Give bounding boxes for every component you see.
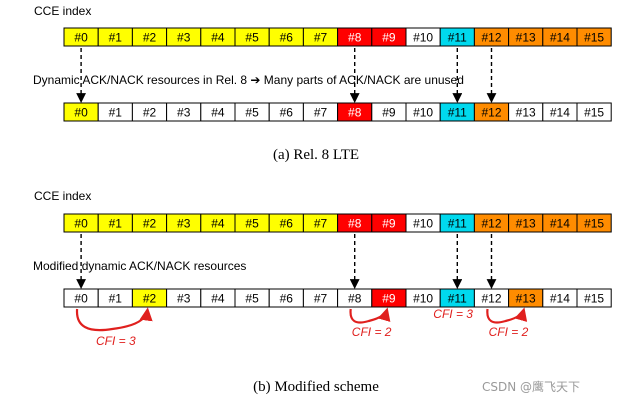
cfi-label: CFI = 3: [433, 307, 473, 321]
cell-label: #6: [280, 217, 294, 231]
cell-label: #10: [413, 217, 433, 231]
cce-row-a: #0 #1 #2 #3 #4 #5 #6 #7 #8 #9 #10 #11 #12 #13 #14 #15: [63, 27, 612, 47]
cell-label: #4: [211, 292, 225, 306]
cell-label: #12: [481, 31, 501, 45]
cell-label: #6: [280, 106, 294, 120]
cell-label: #15: [584, 217, 604, 231]
cell-label: #8: [348, 31, 362, 45]
cell-box: [576, 288, 612, 308]
cfi-arc: [75, 307, 153, 332]
caption-a: (a) Rel. 8 LTE: [273, 147, 359, 163]
cell-label: #4: [211, 217, 225, 231]
cce-index-label-a: CCE index: [34, 4, 91, 18]
cell-label: #10: [413, 31, 433, 45]
cell-box: [576, 213, 612, 233]
cell-label: #1: [109, 106, 123, 120]
watermark: CSDN @鹰飞天下: [482, 379, 580, 394]
cell-label: #14: [550, 106, 570, 120]
cell-label: #13: [516, 292, 536, 306]
cell-label: #15: [584, 106, 604, 120]
cell-label: #15: [584, 292, 604, 306]
cell-label: #4: [211, 31, 225, 45]
cell-label: #8: [348, 217, 362, 231]
ack-nack-row-a: #0 #1 #2 #3 #4 #5 #6 #7 #8 #9 #10 #11 #12 #13 #14 #15: [63, 102, 612, 122]
cell-label: #0: [74, 106, 88, 120]
cell-label: #7: [314, 292, 328, 306]
cfi-label: CFI = 3: [96, 334, 136, 348]
cfi-arc: [349, 307, 391, 324]
cce-row-b: #0 #1 #2 #3 #4 #5 #6 #7 #8 #9 #10 #11 #12 #13 #14 #15: [63, 213, 612, 233]
cell-label: #12: [481, 217, 501, 231]
cell-box: [576, 27, 612, 47]
cell-label: #5: [245, 31, 259, 45]
cell-label: #5: [245, 217, 259, 231]
cell-label: #3: [177, 31, 191, 45]
cell-label: #5: [245, 292, 259, 306]
cell-label: #11: [448, 292, 467, 306]
ack-nack-row-b: #0 #1 #2 #3 #4 #5 #6 #7 #8 #9 #10 #11 #12 #13 #14 #15: [63, 288, 612, 308]
cell-label: #13: [516, 31, 536, 45]
cell-label: #15: [584, 31, 604, 45]
cell-label: #9: [382, 31, 396, 45]
cell-label: #13: [516, 106, 536, 120]
cce-index-label-b: CCE index: [34, 189, 91, 203]
cell-label: #12: [481, 292, 501, 306]
cfi-arcs: CFI = 3 CFI = 2 CFI = 3 CFI = 2: [75, 307, 529, 348]
cell-label: #8: [348, 292, 362, 306]
cell-label: #1: [109, 31, 123, 45]
cell-label: #11: [448, 106, 467, 120]
cell-label: #4: [211, 106, 225, 120]
mapping-arrows-b: [76, 234, 497, 289]
cell-label: #0: [74, 31, 88, 45]
cell-label: #2: [143, 292, 157, 306]
cell-label: #11: [448, 217, 467, 231]
cell-label: #2: [143, 31, 157, 45]
cfi-arc: [486, 307, 528, 324]
cell-label: #3: [177, 217, 191, 231]
cell-label: #10: [413, 292, 433, 306]
cell-label: #0: [74, 292, 88, 306]
cell-label: #1: [109, 292, 123, 306]
dynamic-ack-nack-caption: Dynamic ACK/NACK resources in Rel. 8 ➔ M…: [33, 73, 464, 87]
cell-label: #14: [550, 217, 570, 231]
cell-label: #3: [177, 106, 191, 120]
cell-label: #14: [550, 292, 570, 306]
cell-label: #12: [481, 106, 501, 120]
cell-label: #7: [314, 217, 328, 231]
cell-label: #14: [550, 31, 570, 45]
cell-label: #9: [382, 292, 396, 306]
cell-label: #6: [280, 31, 294, 45]
cell-label: #13: [516, 217, 536, 231]
cell-label: #6: [280, 292, 294, 306]
cell-label: #9: [382, 217, 396, 231]
cell-label: #7: [314, 106, 328, 120]
cell-label: #1: [109, 217, 123, 231]
cell-label: #5: [245, 106, 259, 120]
cell-label: #9: [382, 106, 396, 120]
cell-label: #11: [448, 31, 467, 45]
cell-label: #0: [74, 217, 88, 231]
cell-label: #7: [314, 31, 328, 45]
cfi-label: CFI = 2: [489, 325, 529, 339]
modified-ack-nack-caption: Modified dynamic ACK/NACK resources: [33, 259, 246, 273]
cell-label: #2: [143, 106, 157, 120]
mapping-arrows-a: [76, 48, 497, 103]
cfi-label: CFI = 2: [352, 325, 392, 339]
caption-b: (b) Modified scheme: [253, 379, 379, 395]
cell-label: #3: [177, 292, 191, 306]
cell-label: #8: [348, 106, 362, 120]
cell-box: [576, 102, 612, 122]
cell-label: #2: [143, 217, 157, 231]
cell-label: #10: [413, 106, 433, 120]
